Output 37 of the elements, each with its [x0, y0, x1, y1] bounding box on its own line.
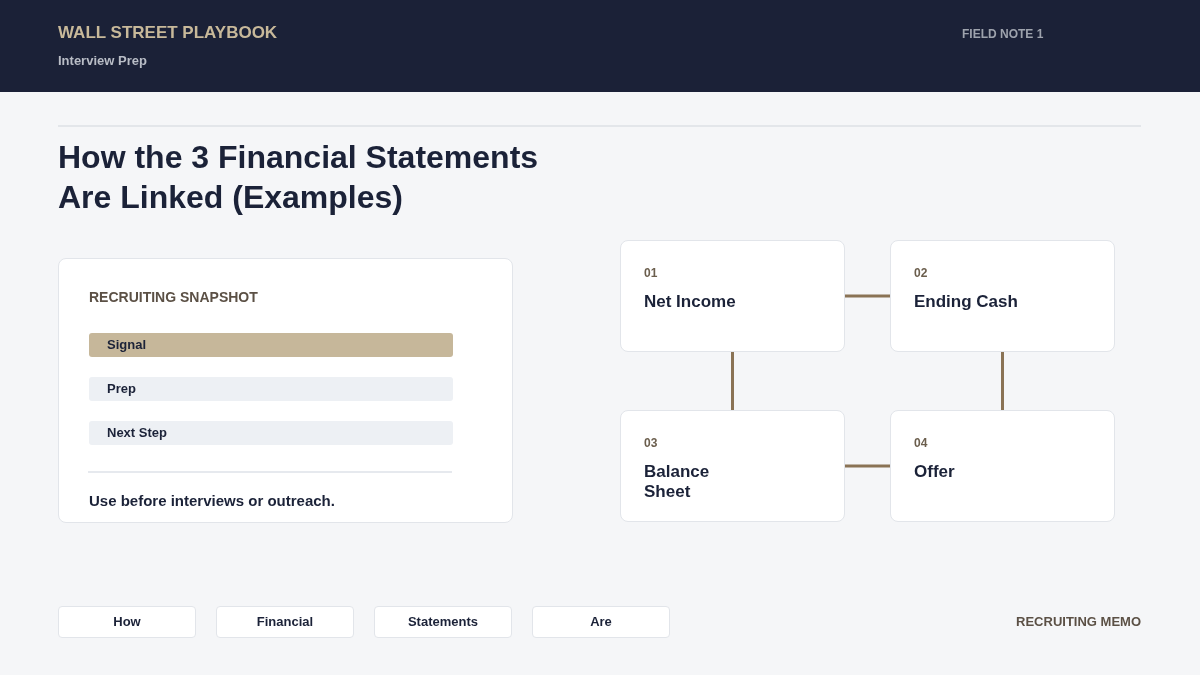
tag-chip: [216, 606, 354, 638]
header-title: WALL STREET PLAYBOOK: [58, 23, 278, 43]
step-title: Ending Cash: [914, 292, 1019, 312]
row-label: Signal: [107, 336, 146, 354]
header-subtitle: Interview Prep: [58, 53, 147, 68]
step-title: Offer: [914, 462, 956, 482]
connector-line: [731, 352, 734, 410]
step-number: 01: [644, 266, 658, 280]
row-label: Prep: [107, 380, 136, 398]
footer-note: RECRUITING MEMO: [1016, 614, 1141, 629]
connector-line: [1001, 352, 1004, 410]
snapshot-card: [58, 258, 513, 523]
step-number: 02: [914, 266, 928, 280]
tag-chip: [532, 606, 670, 638]
step-title: Net Income: [644, 292, 737, 312]
snapshot-row: [89, 333, 453, 357]
row-label: Next Step: [107, 424, 167, 442]
card-note: Use before interviews or outreach.: [89, 492, 335, 509]
step-card: [620, 240, 845, 352]
tag-chip: [58, 606, 196, 638]
chip-label: Financial: [255, 613, 315, 631]
tag-chip: [374, 606, 512, 638]
card-heading: RECRUITING SNAPSHOT: [89, 289, 258, 305]
step-number: 04: [914, 436, 928, 450]
connector-line: [845, 294, 890, 298]
step-card: [620, 410, 845, 522]
step-number: 03: [644, 436, 658, 450]
chip-label: Are: [589, 613, 613, 631]
chip-label: Statements: [406, 613, 480, 631]
header-note: FIELD NOTE 1: [962, 27, 1044, 41]
connector-line: [845, 464, 890, 468]
page-title: How the 3 Financial Statements Are Linked (Examples): [58, 138, 540, 217]
step-title: Balance Sheet: [644, 462, 711, 502]
step-card: [890, 410, 1115, 522]
header-band: [0, 0, 1200, 92]
chip-label: How: [112, 613, 142, 631]
step-card: [890, 240, 1115, 352]
